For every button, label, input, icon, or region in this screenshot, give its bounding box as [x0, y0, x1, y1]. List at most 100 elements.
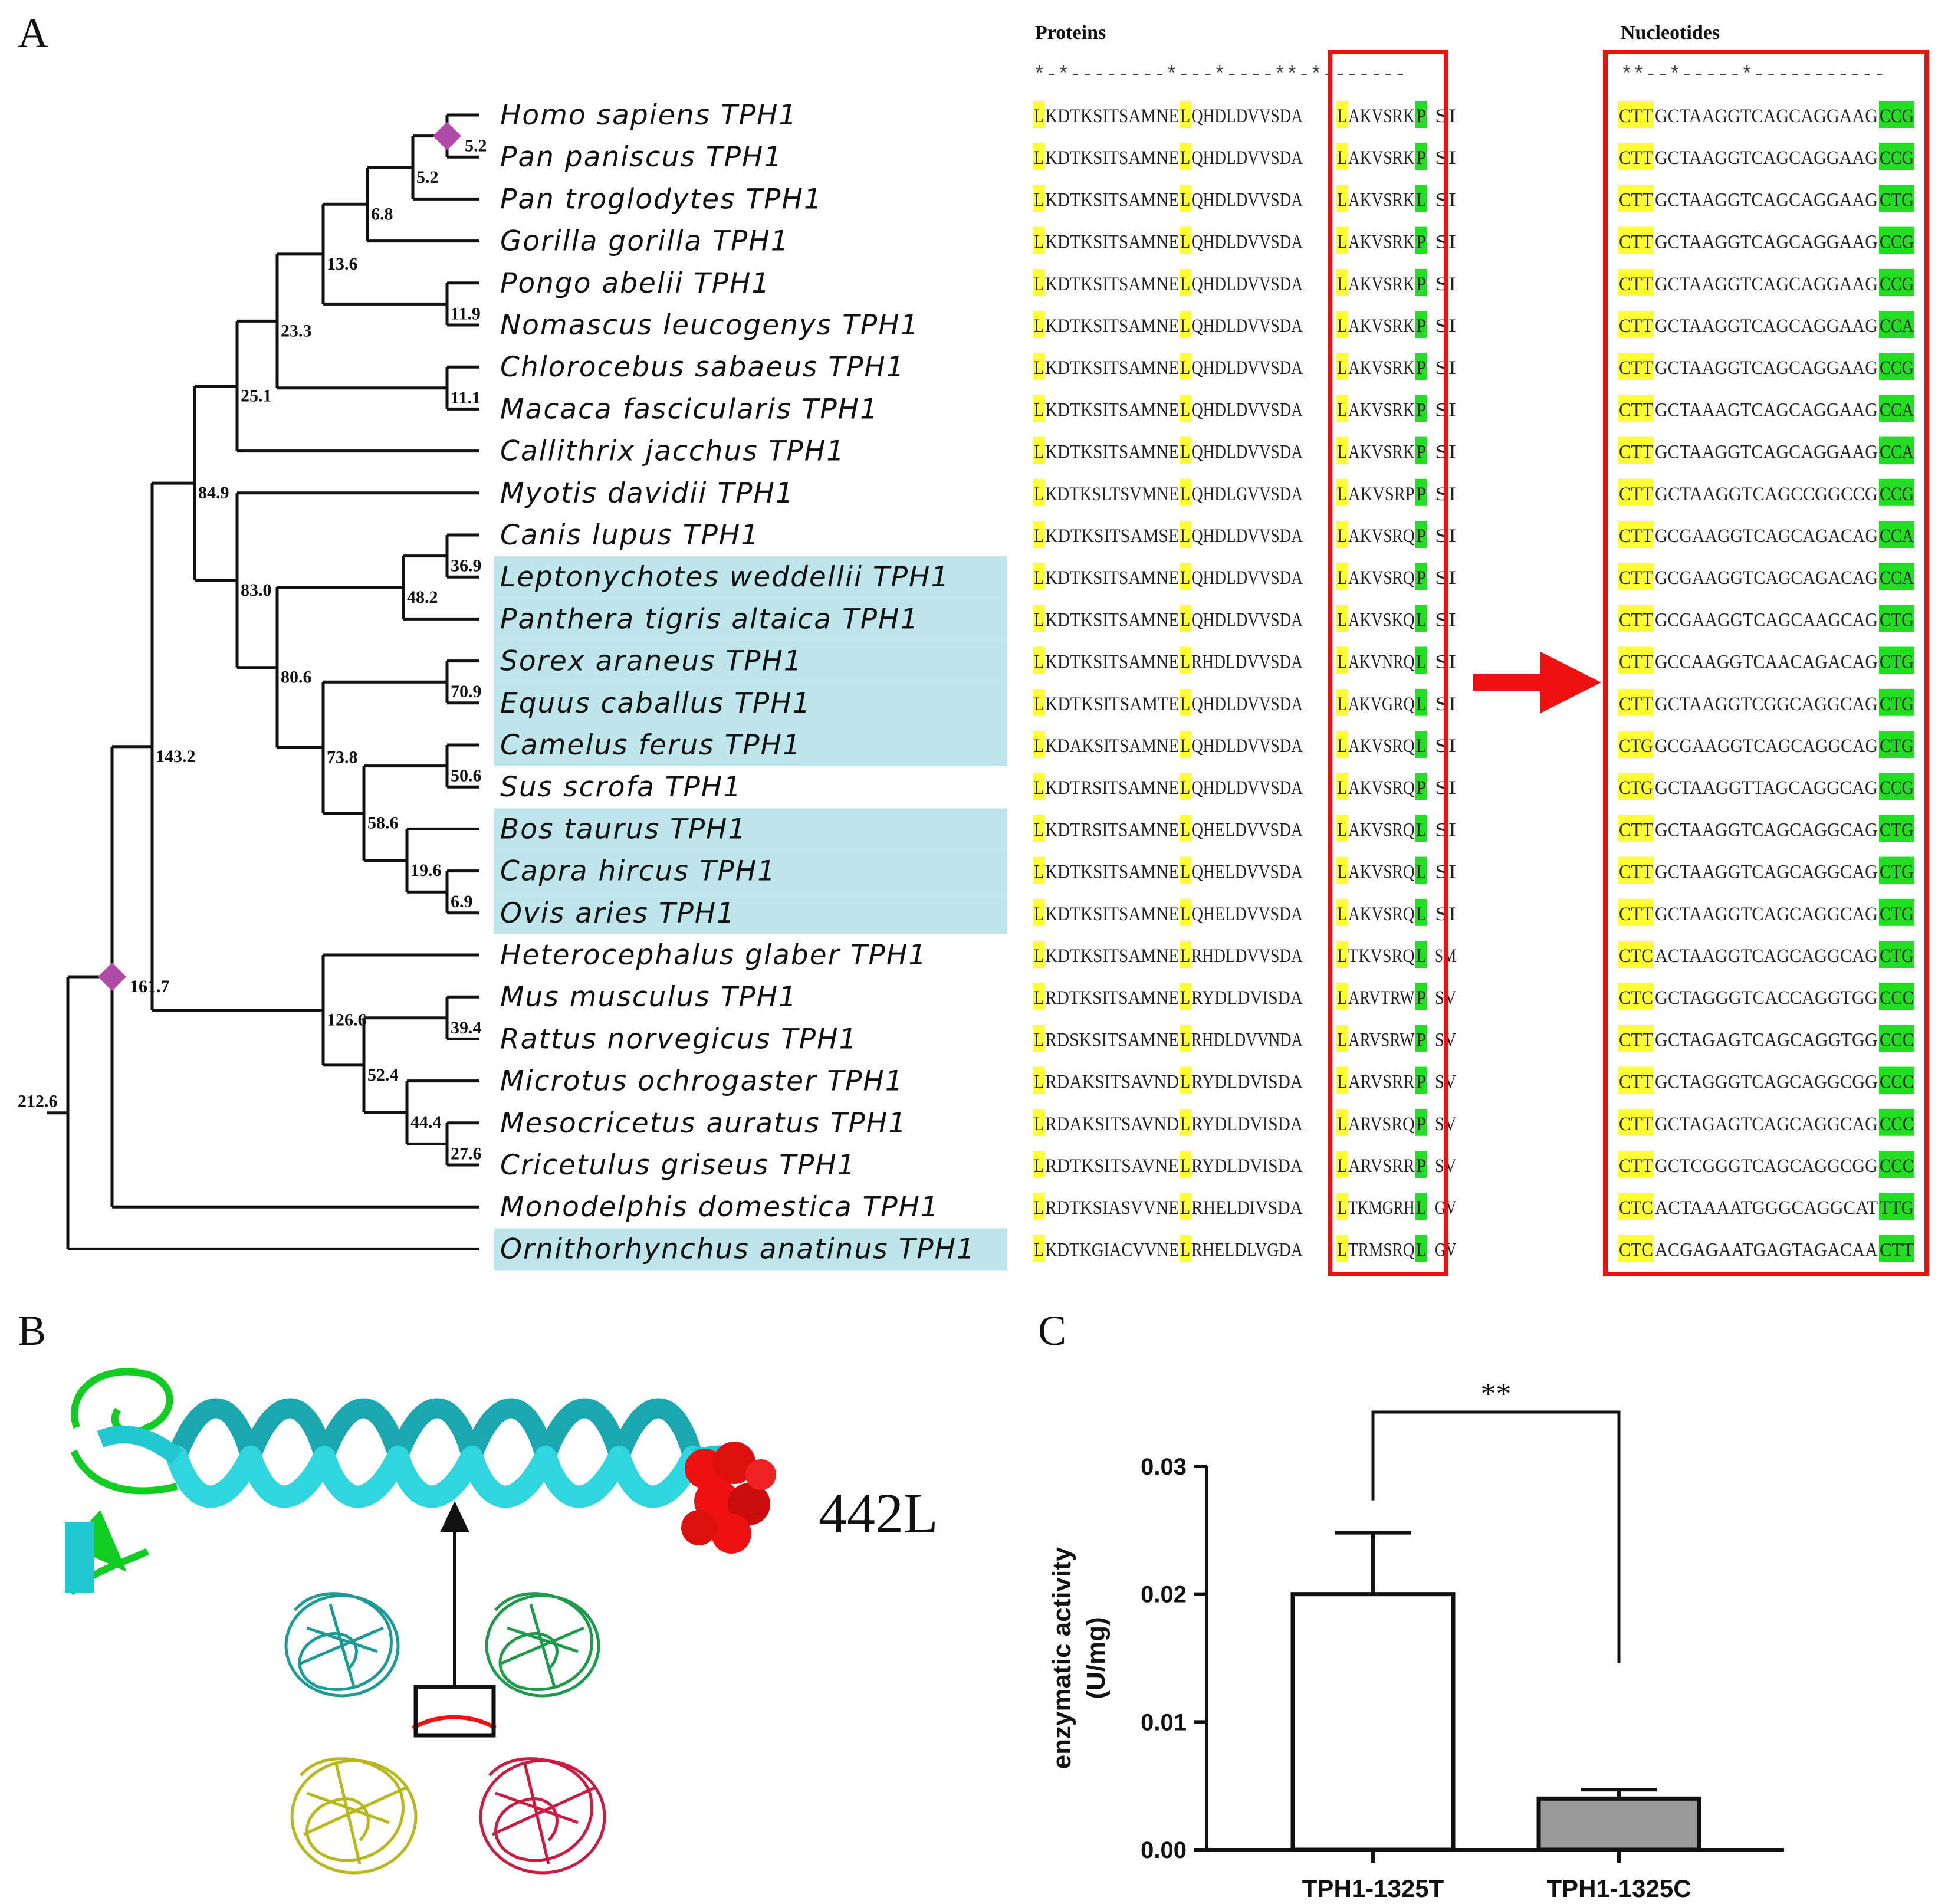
protein-segment: QHELDVVSDA	[1191, 819, 1303, 841]
residue-highlight	[1033, 143, 1045, 170]
residue-highlight	[1336, 101, 1348, 128]
residue-highlight	[1033, 1235, 1045, 1262]
species-label: Panthera tigris altaica TPH1	[500, 603, 919, 635]
protein-segment: L	[1337, 274, 1347, 295]
protein-segment: RDAKSITSAVND	[1045, 1072, 1179, 1093]
node-age-label: 143.2	[156, 747, 196, 766]
codon-highlight	[1618, 101, 1654, 128]
node-age-label: 161.7	[130, 977, 170, 996]
protein-segment: TKMGRH	[1348, 1197, 1415, 1219]
nucleotide-segment: CTT	[1880, 1239, 1914, 1260]
helix-turn-front	[387, 1446, 483, 1508]
residue-highlight	[1336, 941, 1348, 968]
codon-highlight	[1618, 436, 1654, 464]
nucleotide-segment: GCCAAGGTCAACAGACAG	[1655, 652, 1878, 673]
residue-442-spheres	[681, 1442, 776, 1554]
codon-highlight	[1879, 436, 1914, 464]
residue-highlight	[1180, 1108, 1191, 1136]
codon-highlight	[1618, 1193, 1654, 1220]
residue-highlight	[1415, 395, 1427, 422]
protein-segment: AKVSKQ	[1348, 609, 1415, 631]
bar	[1290, 1592, 1456, 1852]
nucleotide-segment: CTT	[1619, 567, 1653, 589]
residue-highlight	[1033, 1066, 1045, 1094]
protein-segment: AKVSRQ	[1348, 777, 1415, 799]
nucleotide-segment: CTT	[1619, 862, 1653, 883]
codon-highlight	[1879, 605, 1914, 632]
species-highlight	[494, 682, 1007, 724]
nucleotide-segment: CTT	[1619, 232, 1653, 253]
protein-segment: L	[1034, 1072, 1044, 1093]
protein-segment: ARVTRW	[1348, 987, 1415, 1009]
nucleotide-segment: ACTAAGGTCAGCAGGCAG	[1655, 946, 1878, 967]
protein-segment: P	[1416, 1114, 1426, 1135]
codon-highlight	[1618, 478, 1654, 506]
protein-segment: L	[1337, 694, 1347, 715]
protein-segment: L	[1180, 526, 1190, 547]
residue-highlight	[1336, 1235, 1348, 1262]
protein-segment: KDTKSITSAMTE	[1045, 694, 1179, 715]
protein-segment: L	[1034, 987, 1044, 1009]
species-label: Chlorocebus sabaeus TPH1	[500, 351, 905, 383]
protein-segment: L	[1337, 106, 1347, 127]
helix-turn-front	[166, 1446, 262, 1508]
protein-segment: L	[1034, 274, 1044, 295]
protein-segment: TKVSRQ	[1348, 946, 1415, 967]
significance-bracket: **	[1371, 1377, 1621, 1663]
protein-segment: QHDLDVVSDA	[1191, 442, 1303, 463]
protein-segment: L	[1180, 987, 1190, 1009]
residue-highlight	[1180, 101, 1191, 128]
protein-site-box	[1328, 50, 1448, 1276]
nucleotide-segment: GCTAAGGTCAGCAGGAAG	[1655, 274, 1878, 295]
node-age-label: 5.2	[465, 136, 487, 156]
protein-segment: L	[1337, 232, 1347, 253]
nucleotide-segment: CTT	[1619, 147, 1653, 169]
protein-segment: KDTKSITSAMSE	[1045, 526, 1179, 547]
codon-highlight	[1879, 353, 1914, 380]
protein-segment: L	[1034, 1029, 1044, 1051]
residue-highlight	[1336, 395, 1348, 422]
significance-line	[1371, 1410, 1621, 1663]
nucleotide-segment: ACGAGAATGAGTAGACAA	[1655, 1239, 1878, 1260]
codon-highlight	[1879, 1235, 1914, 1262]
nucleotide-site-box	[1603, 50, 1929, 1276]
protein-segment: ARVSRR	[1348, 1072, 1415, 1093]
protein-segment: L	[1034, 904, 1044, 925]
y-tick-label: 0.01	[1141, 1709, 1187, 1735]
protein-segment: RHELDIVSDA	[1191, 1197, 1303, 1219]
protein-segment: AKVSRK	[1348, 106, 1415, 127]
protein-segment: L	[1180, 357, 1190, 379]
residue-highlight	[1180, 1066, 1191, 1094]
species-label: Canis lupus TPH1	[500, 519, 760, 551]
residue-highlight	[1180, 1193, 1191, 1220]
species-label: Pongo abelii TPH1	[500, 267, 770, 300]
helix-turn-front	[239, 1446, 336, 1508]
protein-segment: QHDLDVVSDA	[1191, 399, 1303, 421]
helix-turn-front	[608, 1446, 704, 1508]
nucleotide-segment: CTT	[1619, 399, 1653, 421]
nucleotide-segment: CTT	[1619, 274, 1653, 295]
residue-highlight	[1336, 898, 1348, 926]
residue-highlight	[1415, 856, 1427, 884]
codon-highlight	[1618, 898, 1654, 926]
codon-highlight	[1618, 1235, 1654, 1262]
protein-segment: L	[1034, 946, 1044, 967]
species-label: Macaca fascicularis TPH1	[500, 393, 879, 425]
residue-highlight	[1336, 268, 1348, 296]
nucleotide-segment: CTC	[1619, 1197, 1653, 1219]
protein-segment: P	[1416, 567, 1426, 589]
species-highlight	[494, 724, 1007, 767]
protein-segment: L	[1180, 316, 1190, 337]
protein-segment: P	[1416, 526, 1426, 547]
nucleotide-segment: CTT	[1619, 1114, 1653, 1135]
protein-segment: QHDLDVVSDA	[1191, 736, 1303, 757]
codon-highlight	[1618, 856, 1654, 884]
codon-highlight	[1879, 521, 1914, 548]
node-age-label: 19.6	[410, 861, 442, 880]
protein-segment: L	[1337, 1155, 1347, 1177]
nucleotide-segment: GCTCGGGTCAGCAGGCGG	[1655, 1155, 1878, 1177]
protein-segment: AKVSRK	[1348, 147, 1415, 169]
